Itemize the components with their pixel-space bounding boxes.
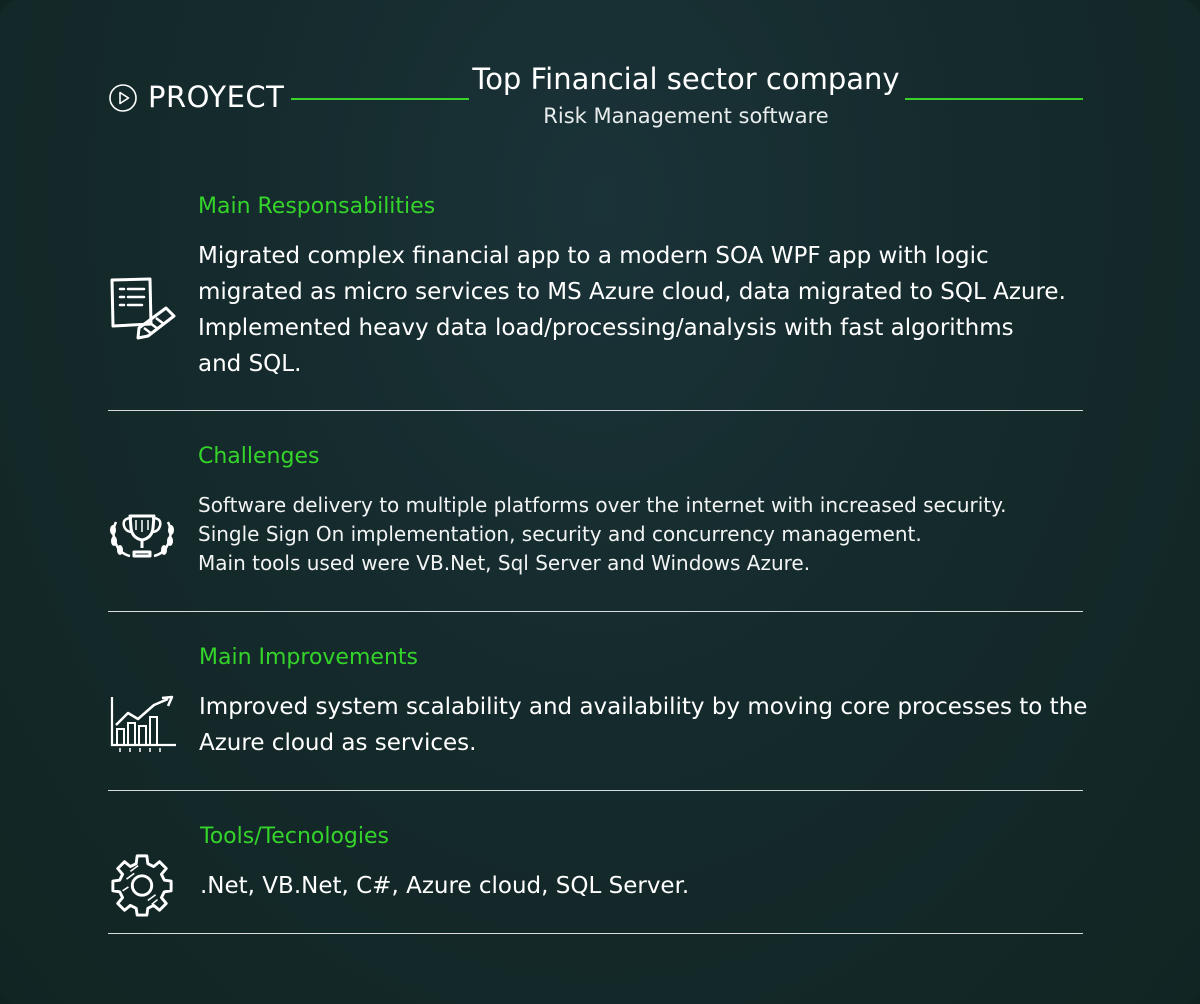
project-title: Top Financial sector company (472, 62, 900, 96)
section-text: Migrated complex financial app to a mode… (198, 238, 1066, 382)
section-title: Main Improvements (199, 645, 418, 670)
trophy-laurel-icon (110, 514, 174, 558)
section-divider (108, 410, 1083, 411)
text-line: and SQL. (198, 351, 302, 377)
section-divider (108, 611, 1083, 612)
section-title: Challenges (198, 444, 320, 469)
text-line: migrated as micro services to MS Azure c… (198, 279, 1066, 305)
header-rule-left (291, 98, 469, 100)
play-circle-icon (109, 84, 137, 112)
text-line: Azure cloud as services. (199, 730, 477, 756)
text-line: Implemented heavy data load/processing/a… (198, 315, 1014, 341)
text-line: Improved system scalability and availabi… (199, 694, 1088, 720)
checklist-pencil-icon (110, 277, 176, 340)
section-text: Improved system scalability and availabi… (199, 689, 1087, 761)
section-text: Software delivery to multiple platforms … (198, 491, 1006, 578)
header-rule-right (905, 98, 1083, 100)
text-line: Software delivery to multiple platforms … (198, 493, 1007, 517)
section-main-responsabilities: Main Responsabilities Migrated complex f… (108, 190, 1084, 412)
section-divider (108, 933, 1083, 934)
section-title: Tools/Tecnologies (200, 824, 389, 849)
gear-icon (111, 854, 173, 917)
growth-chart-icon (110, 695, 176, 752)
section-divider (108, 790, 1083, 791)
text-line: .Net, VB.Net, C#, Azure cloud, SQL Serve… (200, 873, 690, 899)
section-challenges: Challenges Software delivery to multiple… (108, 440, 1084, 612)
section-title: Main Responsabilities (198, 194, 436, 219)
project-subtitle: Risk Management software (543, 104, 829, 128)
text-line: Migrated complex financial app to a mode… (198, 243, 989, 269)
proyect-label: PROYECT (148, 80, 285, 114)
text-line: Main tools used were VB.Net, Sql Server … (198, 551, 811, 575)
section-tools-tecnologies: Tools/Tecnologies .Net, VB.Net, C#, Azur… (108, 820, 1084, 936)
project-header: PROYECT Top Financial sector company Ris… (108, 60, 1084, 140)
section-main-improvements: Main Improvements Improved system scalab… (108, 641, 1087, 793)
text-line: Single Sign On implementation, security … (198, 522, 922, 546)
section-text: .Net, VB.Net, C#, Azure cloud, SQL Serve… (200, 868, 689, 904)
